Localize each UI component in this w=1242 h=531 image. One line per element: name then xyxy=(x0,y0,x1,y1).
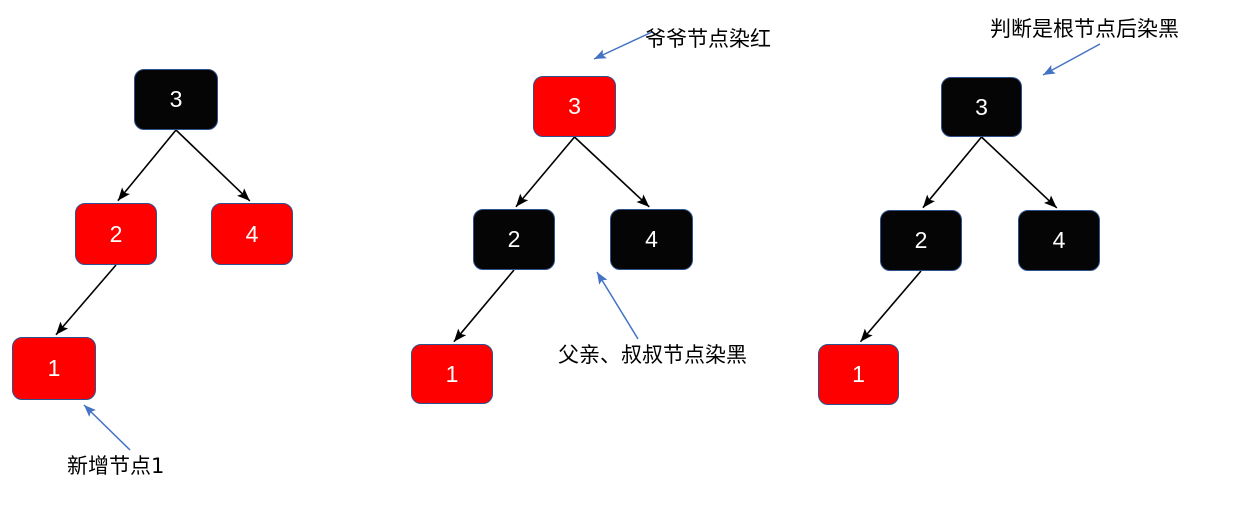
tree-node-value: 2 xyxy=(507,226,521,252)
tree-node: 1 xyxy=(818,344,899,405)
tree-node-value: 1 xyxy=(852,361,865,387)
tree-edge xyxy=(980,136,1058,209)
tree-node-value: 3 xyxy=(568,93,581,119)
tree-node: 3 xyxy=(533,76,616,137)
tree-node-value: 1 xyxy=(445,360,459,387)
tree-node: 3 xyxy=(134,69,218,130)
tree-node: 2 xyxy=(880,210,962,271)
tree-edge xyxy=(859,270,922,343)
tree-node-value: 3 xyxy=(169,86,183,112)
tree-edge xyxy=(117,129,177,202)
tree-edge xyxy=(922,136,983,209)
tree-node-value: 2 xyxy=(109,220,123,247)
tree-edge xyxy=(515,136,576,208)
tree-edge xyxy=(175,129,251,202)
tree-edge xyxy=(573,136,650,208)
annotation-label: 新增节点1 xyxy=(67,454,165,478)
callout-arrow-icon xyxy=(83,404,131,451)
annotation-label: 判断是根节点后染黑 xyxy=(990,17,1179,41)
tree-node: 1 xyxy=(411,344,493,404)
tree-edge xyxy=(453,269,515,343)
tree-node: 2 xyxy=(75,203,157,265)
tree-node: 3 xyxy=(941,77,1022,137)
tree-node-value: 4 xyxy=(645,226,658,252)
tree-node: 4 xyxy=(610,209,693,270)
tree-node-value: 4 xyxy=(1052,227,1066,253)
callout-arrow-icon xyxy=(593,31,653,60)
tree-node: 4 xyxy=(211,203,293,265)
callout-arrow-icon xyxy=(1042,43,1101,76)
tree-node-value: 1 xyxy=(47,355,61,381)
tree-edge xyxy=(55,264,117,336)
callout-arrow-icon xyxy=(596,271,639,340)
tree-node: 1 xyxy=(12,337,96,400)
annotation-label: 父亲、叔叔节点染黑 xyxy=(558,343,747,367)
tree-node: 2 xyxy=(473,209,555,270)
annotation-label: 爷爷节点染红 xyxy=(645,27,771,51)
tree-node: 4 xyxy=(1018,210,1100,271)
tree-node-value: 3 xyxy=(975,93,988,120)
tree-node-value: 2 xyxy=(914,227,928,253)
tree-node-value: 4 xyxy=(245,220,259,247)
